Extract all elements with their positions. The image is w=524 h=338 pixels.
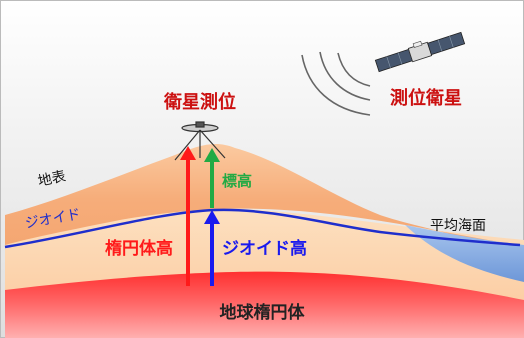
orthometric-height-label: 標高 [222, 172, 252, 190]
ground-surface-label: 地表 [37, 168, 68, 189]
sea-area [405, 225, 524, 282]
earth-ellipsoid-label: 地球楕円体 [220, 302, 306, 323]
positioning-satellite-label: 測位衛星 [390, 87, 462, 109]
earth-ellipsoid-shape [5, 271, 524, 338]
geoid-height-label: ジオイド高 [222, 238, 307, 259]
gnss-receiver-tripod-icon [174, 121, 226, 161]
geoid-height-arrow [204, 210, 220, 286]
radio-wave-icon [301, 51, 371, 116]
terrain-land [5, 144, 524, 254]
geoid-line [4, 208, 521, 249]
ellipsoidal-height-label: 楕円体高 [105, 238, 173, 259]
orthometric-height-arrow [204, 148, 220, 208]
mean-sea-level-label: 平均海面 [430, 218, 486, 234]
satellite-icon [374, 31, 466, 73]
ellipsoidal-height-arrow [180, 146, 196, 286]
satellite-positioning-label: 衛星測位 [163, 91, 236, 113]
